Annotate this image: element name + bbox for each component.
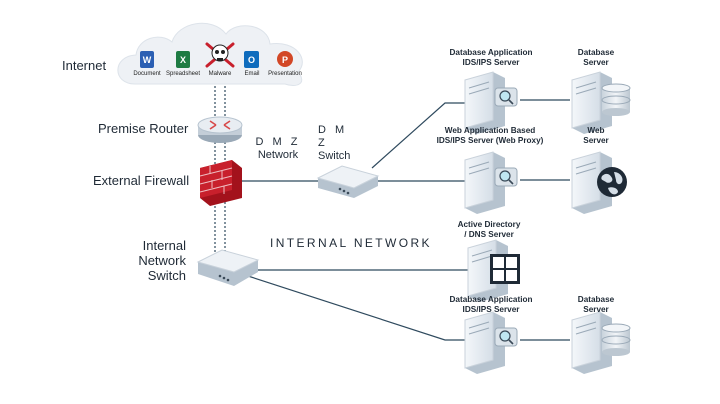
malware-skull-icon [205, 42, 235, 68]
dmz-network-label: D M Z Network [255, 136, 301, 161]
db-app-ids-server-1-icon [464, 71, 518, 134]
active-directory-label: Active Directory / DNS Server [457, 220, 521, 239]
globe-icon [597, 167, 627, 197]
dmz-switch-icon [316, 165, 380, 198]
db-app-ids-2-label: Database Application IDS/IPS Server [449, 295, 533, 314]
windows-logo-icon [490, 254, 520, 284]
internal-switch-icon [196, 249, 260, 286]
uplink-line [214, 82, 226, 255]
web-app-ids-server-icon [464, 151, 518, 214]
document-icon: W [140, 51, 154, 68]
external-firewall-icon [199, 160, 242, 206]
dmz-switch-label: D M Z Switch [318, 124, 351, 162]
document-label: Document [133, 71, 161, 77]
internet-cloud [117, 22, 303, 86]
db-app-ids-server-2-icon [464, 311, 518, 374]
email-label: Email [244, 71, 260, 77]
svg-text:W: W [143, 55, 152, 65]
svg-text:X: X [180, 55, 186, 65]
premise-router-label: Premise Router [98, 121, 189, 136]
database-cylinder-icon [601, 323, 631, 356]
database-server-1-icon [571, 71, 631, 134]
spreadsheet-icon: X [176, 51, 190, 68]
presentation-icon: P [277, 51, 293, 67]
db-server-2-label: Database Server [577, 295, 615, 314]
db-server-1-label: Database Server [577, 48, 615, 67]
web-server-label: Web Server [583, 126, 609, 145]
internal-network-label: INTERNAL NETWORK [270, 236, 432, 250]
internet-label: Internet [62, 58, 107, 73]
database-cylinder-icon [601, 83, 631, 116]
premise-router-icon [197, 116, 243, 143]
web-server-icon [571, 151, 627, 214]
db-app-ids-1-label: Database Application IDS/IPS Server [449, 48, 533, 67]
email-icon: O [244, 51, 259, 68]
active-directory-server-icon [467, 239, 520, 302]
external-firewall-label: External Firewall [93, 173, 190, 188]
presentation-label: Presentation [268, 71, 302, 77]
spreadsheet-label: Spreadsheet [165, 71, 201, 77]
svg-text:P: P [282, 55, 288, 65]
web-app-ids-label: Web Application Based IDS/IPS Server (We… [436, 126, 544, 145]
database-server-2-icon [571, 311, 631, 374]
svg-text:O: O [248, 55, 255, 65]
malware-label: Malware [208, 71, 232, 77]
internal-switch-label: Internal Network Switch [138, 238, 186, 283]
